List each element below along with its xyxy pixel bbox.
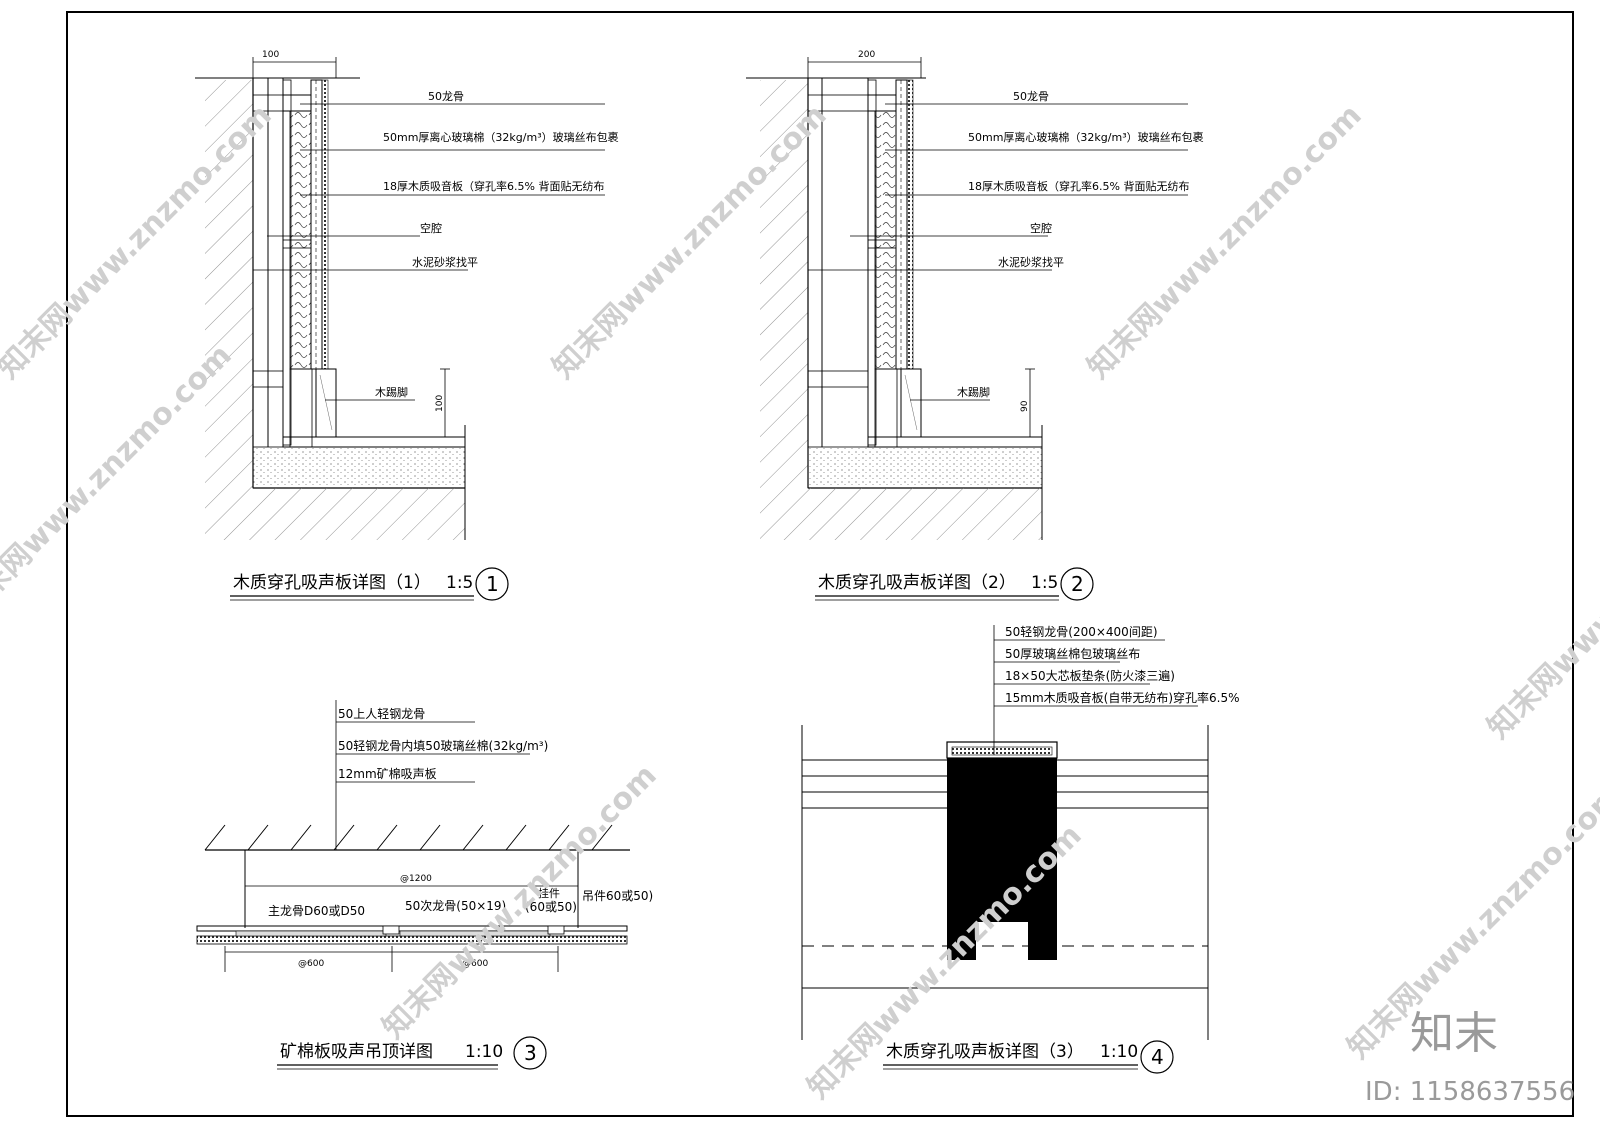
detail-scale: 1:10 bbox=[1100, 1042, 1138, 1062]
spacing-bottom-left: @600 bbox=[298, 959, 324, 969]
side-dimension: 90 bbox=[1020, 400, 1030, 412]
label-screed: 水泥砂浆找平 bbox=[412, 255, 478, 269]
detail-scale: 1:5 bbox=[446, 573, 473, 593]
label-wood-board: 15mm木质吸音板(自带无纺布)穿孔率6.5% bbox=[1005, 690, 1240, 705]
detail-number: 2 bbox=[1071, 572, 1084, 596]
label-perforated-board: 18厚木质吸音板（穿孔率6.5% 背面贴无纺布 bbox=[968, 179, 1189, 193]
label-glass-wool: 50mm厚离心玻璃棉（32kg/m³）玻璃丝布包裹 bbox=[968, 130, 1204, 144]
watermark-text: 知末网www.znzmo.com bbox=[0, 338, 239, 626]
label-blockboard-strip: 18×50大芯板垫条(防火漆三遍) bbox=[1005, 668, 1175, 683]
detail-title: 木质穿孔吸声板详图（1） bbox=[233, 573, 431, 593]
wall-hatch bbox=[205, 80, 253, 540]
callout-suspender: 吊件60或50) bbox=[582, 889, 653, 903]
detail-2: 200 90 50龙骨 50mm厚离心玻璃棉（32kg/m³）玻璃丝布包裹 18… bbox=[746, 50, 1204, 601]
label-skirting: 木踢脚 bbox=[375, 385, 408, 399]
mineral-wool-board bbox=[196, 935, 628, 945]
detail-scale: 1:10 bbox=[465, 1042, 503, 1062]
cement-screed bbox=[252, 446, 466, 489]
label-glass-wool: 50mm厚离心玻璃棉（32kg/m³）玻璃丝布包裹 bbox=[383, 130, 619, 144]
solid-section bbox=[947, 758, 1057, 960]
brand-logo-text: 知末 bbox=[1410, 1008, 1498, 1059]
top-dimension: 100 bbox=[262, 50, 279, 60]
detail-number-circle bbox=[1140, 1040, 1174, 1074]
detail-number-circle bbox=[513, 1036, 547, 1070]
label-cavity: 空腔 bbox=[1030, 221, 1052, 235]
detail-title: 木质穿孔吸声板详图（2） bbox=[818, 573, 1016, 593]
label-keel: 50龙骨 bbox=[1013, 90, 1049, 103]
spacing-bottom-right: @600 bbox=[462, 959, 488, 969]
detail-3: @1200 50上人轻钢龙骨 50轻钢龙骨内填50玻璃丝棉(32kg/m³) 1… bbox=[196, 700, 653, 1070]
detail-number-circle bbox=[475, 567, 509, 601]
label-perforated-board: 18厚木质吸音板（穿孔率6.5% 背面贴无纺布 bbox=[383, 179, 604, 193]
detail-title: 木质穿孔吸声板详图（3） bbox=[886, 1042, 1084, 1062]
callout-main-keel: 主龙骨D60或D50 bbox=[268, 904, 365, 918]
label-screed: 水泥砂浆找平 bbox=[998, 255, 1064, 269]
label-filled-keel: 50轻钢龙骨内填50玻璃丝棉(32kg/m³) bbox=[338, 739, 548, 753]
label-skirting: 木踢脚 bbox=[957, 385, 990, 399]
label-light-keel: 50轻钢龙骨(200×400间距) bbox=[1005, 625, 1158, 639]
detail-scale: 1:5 bbox=[1031, 573, 1058, 593]
callout-secondary-keel: 50次龙骨(50×19) bbox=[405, 899, 506, 913]
detail-number: 4 bbox=[1151, 1045, 1164, 1069]
detail-title: 矿棉板吸声吊顶详图 bbox=[280, 1042, 433, 1062]
detail-number-circle bbox=[1060, 567, 1094, 601]
side-dimension: 100 bbox=[435, 395, 445, 412]
label-cavity: 空腔 bbox=[420, 221, 442, 235]
detail-number: 3 bbox=[524, 1041, 537, 1065]
image-id: ID: 1158637556 bbox=[1365, 1077, 1575, 1107]
label-glass-wool: 50厚玻璃丝棉包玻璃丝布 bbox=[1005, 647, 1140, 661]
callout-hanger-size: (60或50) bbox=[525, 900, 577, 914]
detail-number: 1 bbox=[486, 572, 499, 596]
detail-1: 100 100 50龙骨 50mm厚离心玻璃棉（32kg/m³）玻璃丝布包裹 1… bbox=[195, 50, 619, 601]
spacing-top: @1200 bbox=[400, 874, 432, 884]
watermark-text: 知末网www.znzmo.com bbox=[1481, 458, 1600, 746]
perforated-panel bbox=[310, 79, 323, 370]
top-dimension: 200 bbox=[858, 50, 875, 60]
watermark-text: 知末网www.znzmo.com bbox=[801, 818, 1089, 1106]
detail-4: 50轻钢龙骨(200×400间距) 50厚玻璃丝棉包玻璃丝布 18×50大芯板垫… bbox=[801, 625, 1240, 1074]
label-main-keel: 50上人轻钢龙骨 bbox=[338, 707, 425, 721]
label-mineral-board: 12mm矿棉吸声板 bbox=[338, 767, 437, 781]
callout-hanger-part: 挂件 bbox=[538, 886, 560, 900]
label-keel: 50龙骨 bbox=[428, 90, 464, 103]
sheet-border bbox=[66, 11, 1574, 1117]
